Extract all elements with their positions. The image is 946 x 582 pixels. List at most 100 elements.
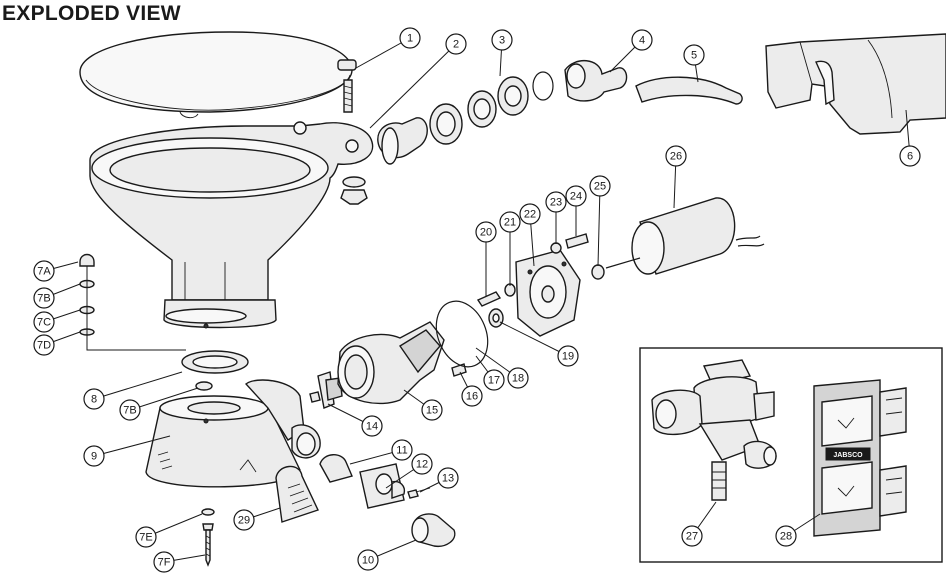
callout: 12 bbox=[411, 453, 433, 475]
leader-line bbox=[369, 43, 457, 129]
callout-circle bbox=[135, 526, 157, 548]
joker-valve-flap bbox=[275, 465, 319, 523]
callout-number: 1 bbox=[407, 33, 413, 45]
callout-circle bbox=[83, 388, 105, 410]
callout: 15 bbox=[421, 399, 443, 421]
callout-circle bbox=[483, 369, 505, 391]
base-screw bbox=[201, 508, 215, 567]
callout: 3 bbox=[491, 29, 513, 51]
callout-circle bbox=[33, 311, 55, 333]
callout-number: 20 bbox=[480, 227, 492, 239]
shaft-seal-screws bbox=[476, 283, 516, 328]
callout: 7A bbox=[33, 260, 55, 282]
callout-number: 14 bbox=[366, 421, 378, 433]
callout-circle bbox=[33, 260, 55, 282]
callout: 8 bbox=[83, 388, 105, 410]
callout-circle bbox=[565, 185, 587, 207]
callout-number: 28 bbox=[780, 531, 792, 543]
callout-number: 7B bbox=[37, 293, 50, 305]
callout-circle bbox=[499, 211, 521, 233]
callout-circle bbox=[361, 415, 383, 437]
callout-circle bbox=[33, 334, 55, 356]
callout-number: 17 bbox=[488, 375, 500, 387]
callout-number: 12 bbox=[416, 459, 428, 471]
callout: 7E bbox=[135, 526, 157, 548]
callout-number: 7A bbox=[37, 266, 51, 278]
callout-number: 7D bbox=[37, 340, 51, 352]
callout-circle bbox=[491, 29, 513, 51]
callout-number: 22 bbox=[524, 209, 536, 221]
callout-number: 27 bbox=[686, 531, 698, 543]
callout-number: 3 bbox=[499, 35, 505, 47]
callout-number: 26 bbox=[670, 151, 682, 163]
callout-number: 29 bbox=[238, 515, 250, 527]
leader-line bbox=[129, 387, 199, 411]
callout: 28 bbox=[775, 525, 797, 547]
callout: 20 bbox=[475, 221, 497, 243]
callout-circle bbox=[33, 287, 55, 309]
callout-number: 7B bbox=[123, 405, 136, 417]
solenoid-valve bbox=[651, 359, 777, 501]
pump-housing bbox=[337, 300, 489, 405]
callout-circle bbox=[233, 509, 255, 531]
discharge-fittings bbox=[377, 60, 628, 165]
valve-screw bbox=[309, 391, 321, 403]
leader-line bbox=[93, 371, 183, 400]
callout-circle bbox=[83, 445, 105, 467]
callout: 21 bbox=[499, 211, 521, 233]
callout: 5 bbox=[683, 44, 705, 66]
callout-circle bbox=[519, 203, 541, 225]
callout: 14 bbox=[361, 415, 383, 437]
callout: 7C bbox=[33, 311, 55, 333]
callout-circle bbox=[445, 33, 467, 55]
callout: 11 bbox=[391, 439, 413, 461]
callout: 7F bbox=[153, 551, 175, 573]
callout: 23 bbox=[545, 191, 567, 213]
callout-circle bbox=[681, 525, 703, 547]
callout-circle bbox=[153, 551, 175, 573]
base-gasket bbox=[181, 350, 249, 374]
callout-number: 24 bbox=[570, 191, 582, 203]
callout: 24 bbox=[565, 185, 587, 207]
callout-circle bbox=[899, 145, 921, 167]
callout-circle bbox=[399, 27, 421, 49]
callout-number: 9 bbox=[91, 451, 97, 463]
callout-number: 7C bbox=[37, 317, 51, 329]
callout: 10 bbox=[357, 549, 379, 571]
callout: 29 bbox=[233, 509, 255, 531]
callout: 7D bbox=[33, 334, 55, 356]
motor bbox=[605, 197, 765, 275]
callout: 17 bbox=[483, 369, 505, 391]
bowl-nut bbox=[340, 176, 368, 205]
callout: 19 bbox=[557, 345, 579, 367]
valve-components bbox=[317, 371, 456, 547]
callout-circle bbox=[391, 439, 413, 461]
leader-line bbox=[499, 321, 569, 357]
diagram-title: EXPLODED VIEW bbox=[2, 2, 181, 25]
callout-circle bbox=[507, 367, 529, 389]
callout-circle bbox=[119, 399, 141, 421]
callout-number: 18 bbox=[512, 373, 524, 385]
leader-line bbox=[93, 435, 171, 457]
callout-number: 7E bbox=[139, 532, 152, 544]
motor-end-plate bbox=[515, 249, 581, 337]
motor-cover bbox=[765, 33, 946, 135]
callout-circle bbox=[357, 549, 379, 571]
callout: 22 bbox=[519, 203, 541, 225]
base-hardware-stack bbox=[79, 253, 186, 351]
callout-number: 7F bbox=[158, 557, 171, 569]
callout: 9 bbox=[83, 445, 105, 467]
callout-circle bbox=[557, 345, 579, 367]
callout-number: 16 bbox=[466, 391, 478, 403]
hose bbox=[635, 76, 743, 105]
callout-number: 25 bbox=[594, 181, 606, 193]
callout: 1 bbox=[399, 27, 421, 49]
callout-circle bbox=[545, 191, 567, 213]
callout-number: 13 bbox=[442, 473, 454, 485]
callout-circle bbox=[437, 467, 459, 489]
callout: 2 bbox=[445, 33, 467, 55]
callout: 6 bbox=[899, 145, 921, 167]
callout-circle bbox=[461, 385, 483, 407]
